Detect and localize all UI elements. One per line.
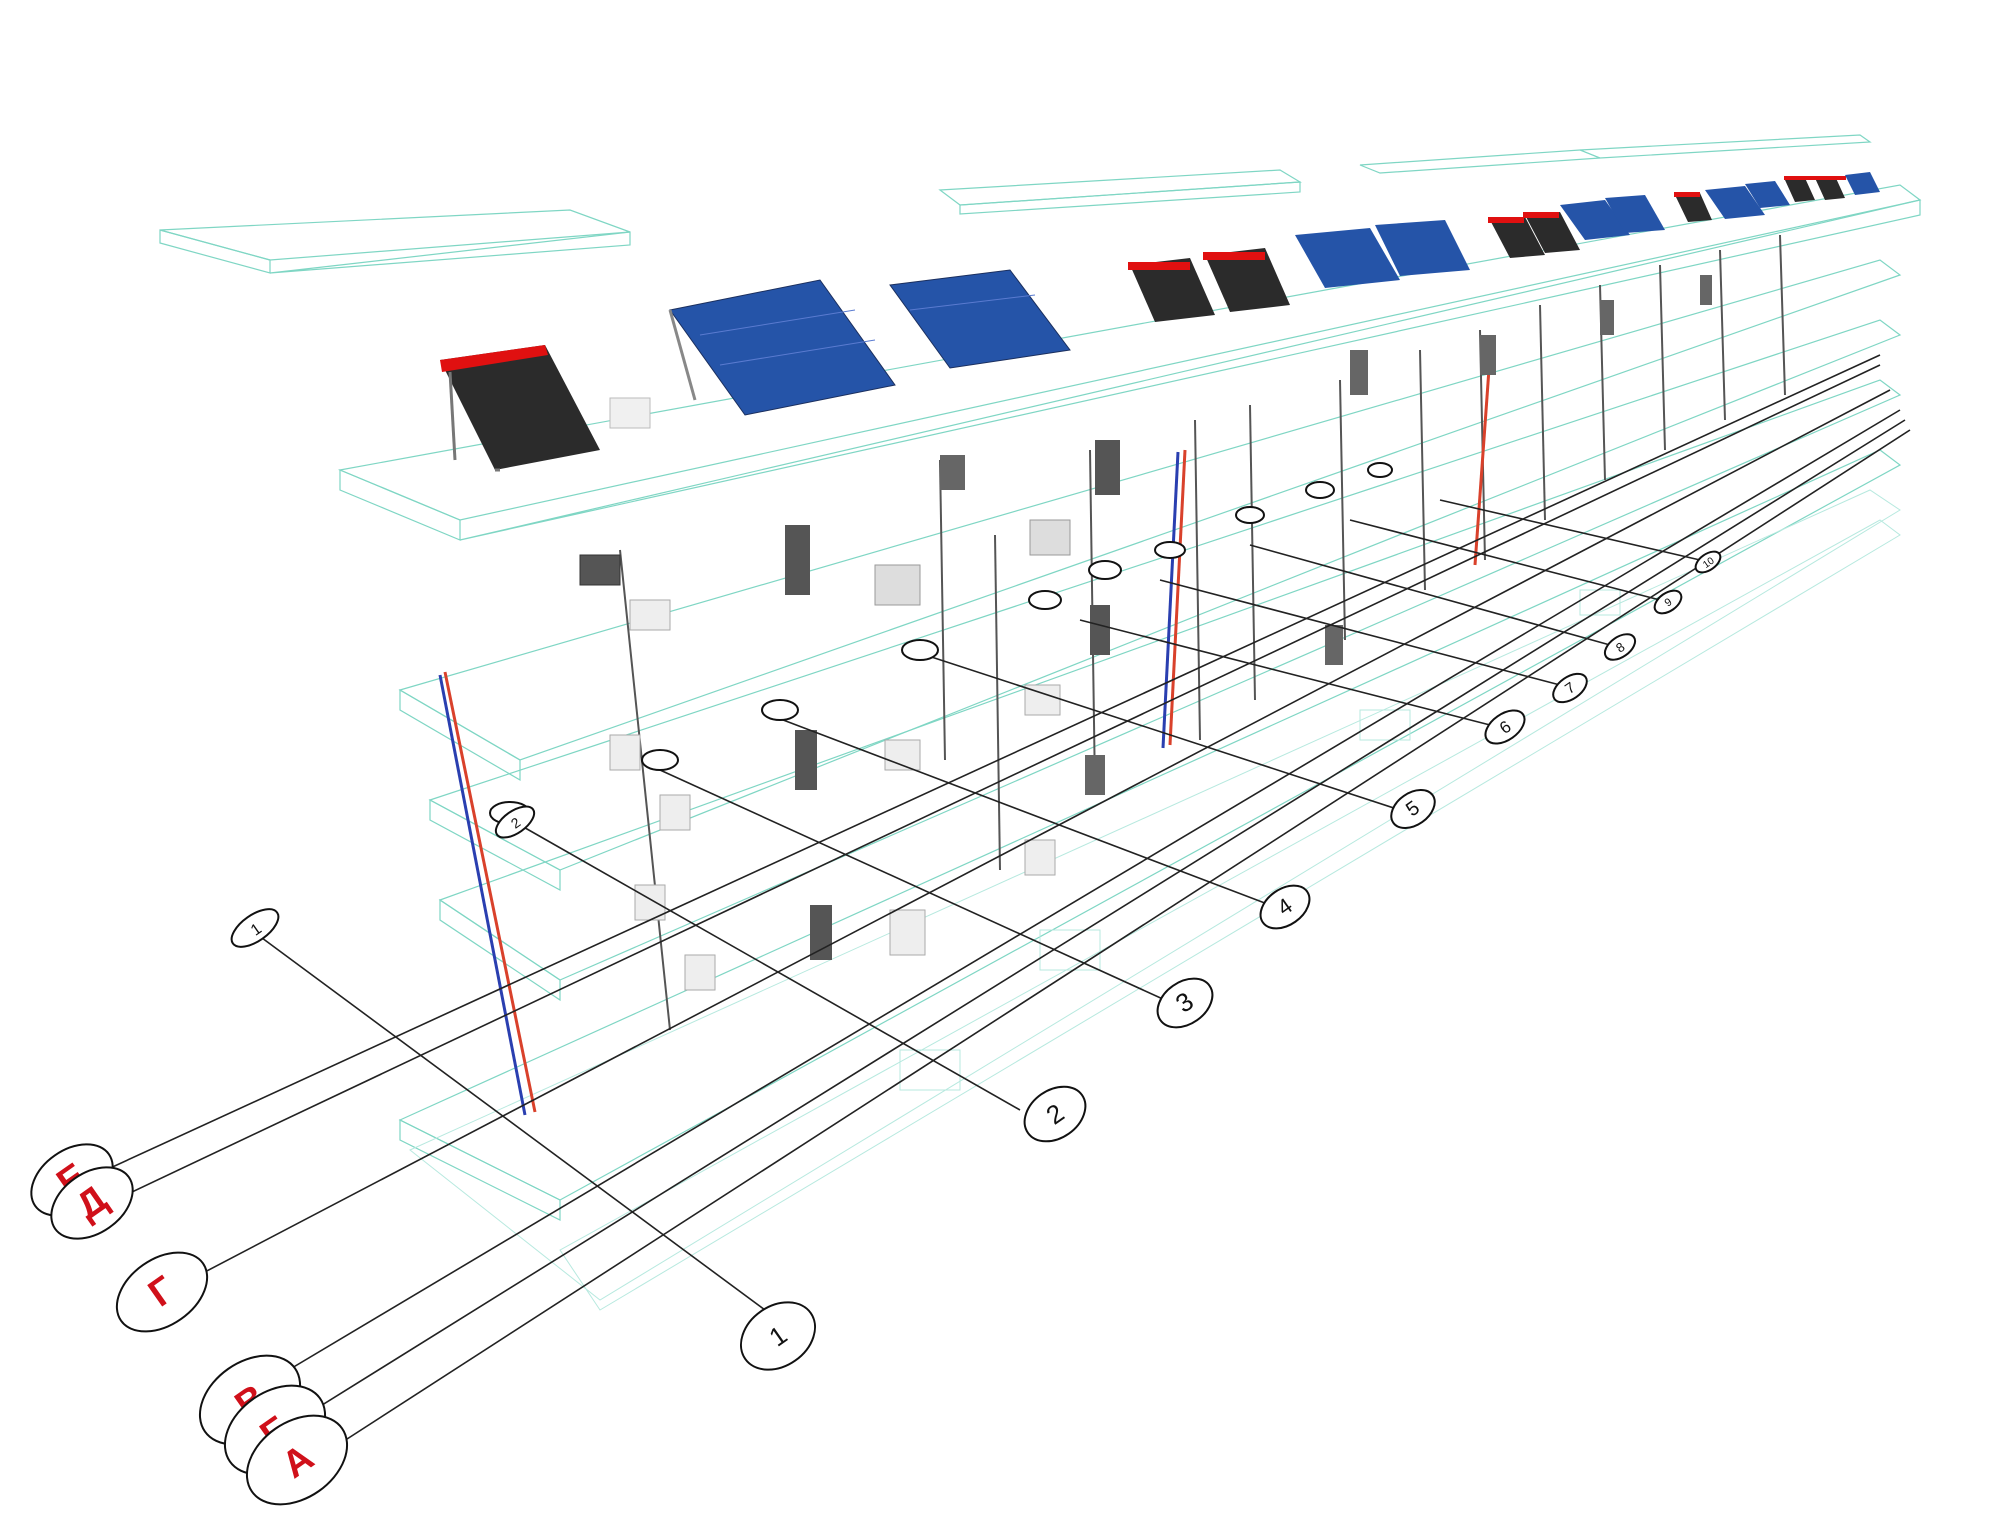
boiler-cabinet-icon [785,525,810,595]
boiler-cabinet-icon [1480,335,1496,375]
solar-collector-icon [1784,176,1846,202]
solar-collector-icon [440,345,600,472]
solar-collector-icon [1203,248,1290,312]
radiator-icon [659,794,691,831]
solar-panel-icon [1560,200,1630,240]
equipment [579,275,1712,991]
radiator-icon [874,564,921,606]
boiler-cabinet-icon [1085,755,1105,795]
letter-axis-bubbles: Е Д Г В Б А [30,1143,349,1506]
solar-collector-icon [1674,192,1712,222]
solar-panel-icon [889,269,1071,369]
axis-bubble-10: 10 [1694,550,1722,574]
axis-bubble-9: 9 [1653,589,1683,615]
axis-bubble-6: 6 [1484,709,1526,745]
roof-solar-equipment [440,172,1880,472]
solar-panel-icon [1705,186,1765,219]
solar-panel-icon [1745,181,1790,208]
radiator-icon [629,599,671,631]
boiler-cabinet-icon [810,905,832,960]
solar-collector-icon [1523,212,1580,253]
boiler-cabinet-icon [1600,300,1614,335]
boiler-cabinet-icon [795,730,817,790]
solar-panel-icon [668,279,896,416]
solar-collector-icon [1128,258,1215,322]
axis-bubble-D: Д [50,1166,134,1240]
axis-bubble-A: А [245,1414,349,1506]
axis-bubble-2-top: 2 [494,805,536,839]
boiler-cabinet-icon [1325,625,1343,665]
axis-bubble-1-top: 1 [230,908,280,948]
floor-slab-3 [428,319,1902,892]
radiator-icon [1024,839,1056,876]
radiator-icon [1029,519,1071,556]
roof-slab-left [159,209,631,274]
radiator-icon [579,554,621,586]
axis-bubble-1: 1 [739,1301,817,1371]
solar-panel-icon [1375,220,1470,276]
solar-panel-icon [1845,172,1880,195]
radiator-icon [684,954,716,991]
numeric-axis-bubbles: 1 1 2 2 3 4 5 6 [230,550,1722,1371]
solar-panel-icon [1605,195,1665,233]
floor-slab-2 [438,379,1902,1002]
radiator-icon [609,734,641,771]
axis-bubble-G: Г [115,1251,209,1333]
roof-slab-mid [938,169,1302,215]
axis-bubble-7: 7 [1552,672,1588,704]
axis-bubble-4: 4 [1259,884,1311,930]
boiler-cabinet-icon [1350,350,1368,395]
floor-slab-1 [398,449,1902,1221]
radiator-icon [940,455,965,490]
boiler-cabinet-icon [1090,605,1110,655]
tank-icon [609,397,651,429]
axis-label: 9 [1663,596,1675,609]
axis-bubble-2: 2 [1023,1085,1087,1143]
axis-bubble-3: 3 [1156,977,1214,1029]
axis-bubble-5: 5 [1390,788,1436,830]
boiler-cabinet-icon [1095,440,1120,495]
foundation-pits [899,589,1621,1091]
roof-slab-right [1359,134,1872,174]
floor-slab-4 [398,259,1902,782]
boiler-cabinet-icon [1700,275,1712,305]
axis-bubble-8: 8 [1603,633,1637,661]
floor-slabs [159,134,1922,1311]
axis-lines [94,354,1911,1451]
solar-panel-icon [1295,228,1400,288]
solar-collector-icon [1488,217,1545,258]
radiator-icon [889,909,926,956]
